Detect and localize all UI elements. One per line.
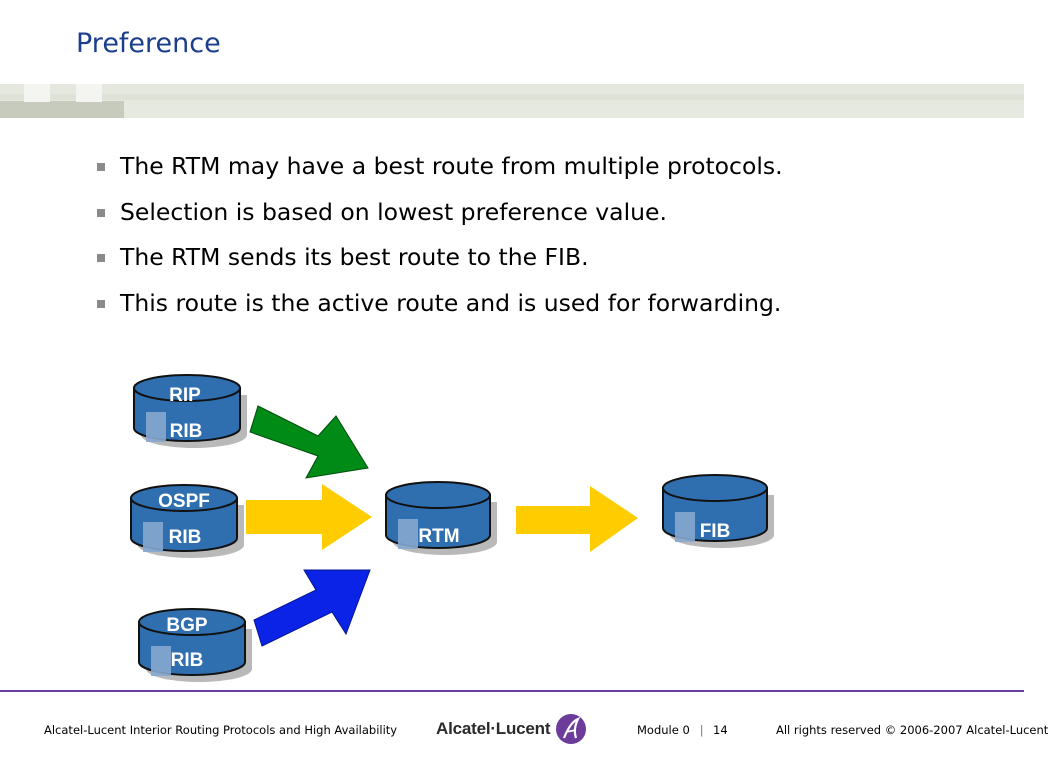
- bullet-item: This route is the active route and is us…: [96, 281, 783, 327]
- blue-arrow: [253, 569, 371, 647]
- fib-label: FIB: [700, 521, 731, 542]
- bullet-item: Selection is based on lowest preference …: [96, 190, 783, 236]
- title-band: [0, 84, 1024, 118]
- rtm-label: RTM: [418, 526, 459, 547]
- module-indicator: Module 0|: [637, 723, 704, 737]
- square-bullet-icon: [97, 163, 105, 171]
- rip-rib-cylinder: RIP RIB: [133, 374, 247, 448]
- footer-separator: |: [699, 723, 704, 737]
- yellow-arrow-fib: [516, 486, 638, 552]
- ospf-label: OSPF: [158, 491, 210, 512]
- rip-label: RIP: [169, 385, 201, 406]
- square-bullet-icon: [97, 208, 105, 217]
- yellow-arrow-ospf: [246, 484, 372, 550]
- bullet-list: The RTM may have a best route from multi…: [96, 144, 783, 326]
- square-bullet-icon: [97, 254, 105, 262]
- footer-copyright: All rights reserved © 2006-2007 Alcatel-…: [776, 723, 1048, 737]
- bgp-rib-label: RIB: [171, 650, 204, 671]
- company-logo: Alcatel·Lucent: [436, 712, 588, 746]
- routing-diagram: RIP RIB OSPF RIB BGP RIB RTM: [130, 374, 774, 682]
- slide-title: Preference: [76, 28, 221, 59]
- page-number: 14: [713, 723, 728, 737]
- bullet-item: The RTM may have a best route from multi…: [96, 144, 783, 190]
- footer-course-title: Alcatel-Lucent Interior Routing Protocol…: [44, 723, 398, 737]
- green-arrow: [249, 405, 369, 479]
- fib-cylinder: FIB: [662, 474, 774, 548]
- alcatel-lucent-a-icon: [556, 714, 587, 744]
- rtm-cylinder: RTM: [385, 481, 497, 555]
- bullet-item: The RTM sends its best route to the FIB.: [96, 235, 783, 281]
- footer-divider: [0, 690, 1024, 692]
- bgp-rib-cylinder: BGP RIB: [138, 608, 252, 682]
- ospf-rib-cylinder: OSPF RIB: [130, 484, 244, 558]
- rip-rib-label: RIB: [170, 421, 203, 442]
- ospf-rib-label: RIB: [169, 527, 202, 548]
- square-bullet-icon: [97, 299, 105, 308]
- bgp-label: BGP: [166, 615, 208, 636]
- logo-wordmark: Alcatel·Lucent: [436, 719, 551, 738]
